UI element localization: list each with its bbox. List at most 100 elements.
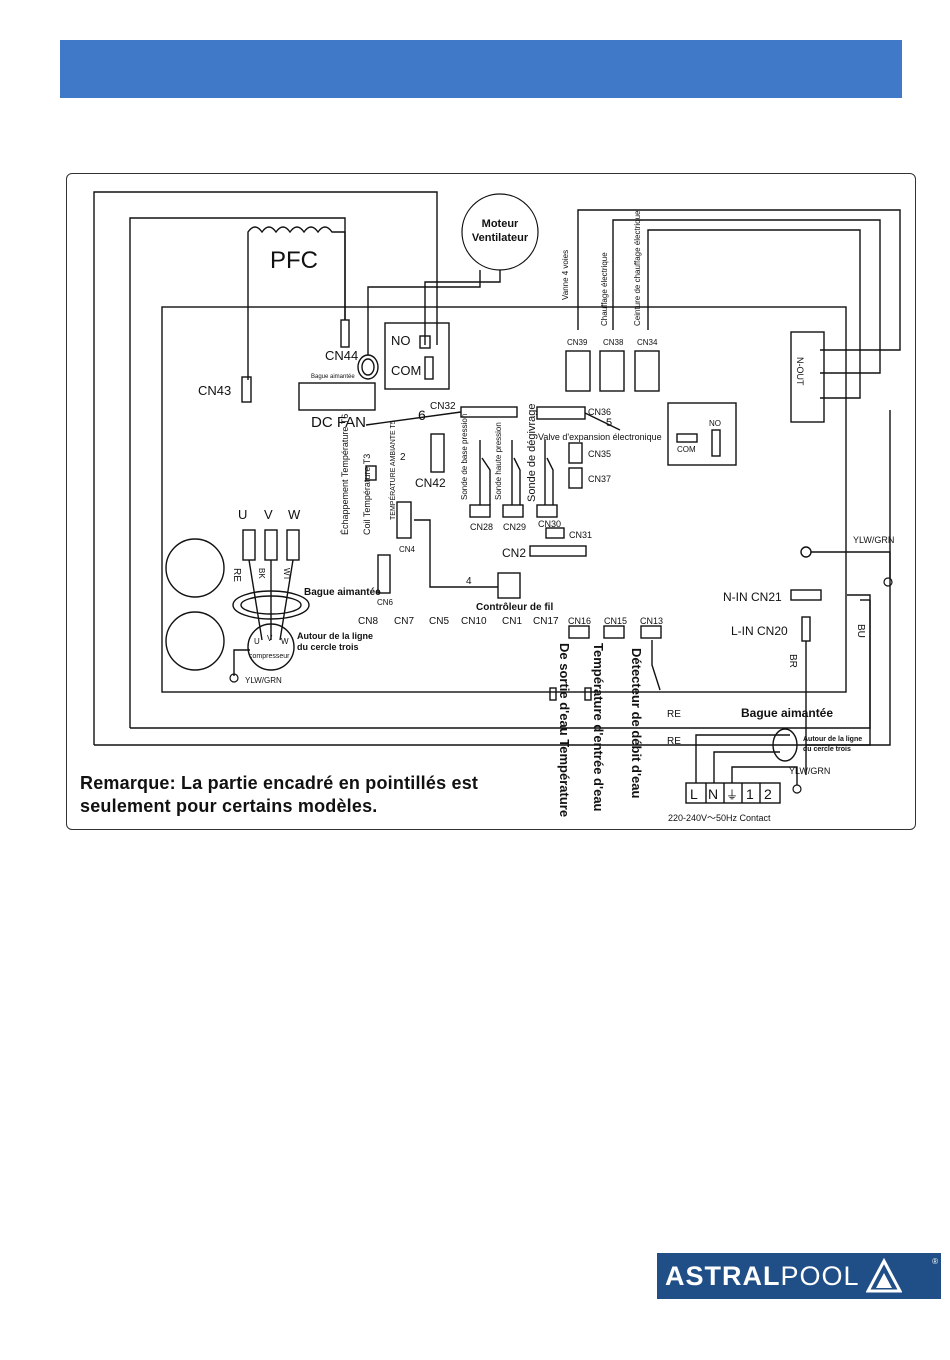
wt-label: WT <box>282 568 291 581</box>
two-label: 2 <box>400 452 406 463</box>
autour-1-label: Autour de la ligne <box>297 631 373 641</box>
ambiante-label: TEMPÉRATURE AMBIANTE T5 <box>388 420 397 520</box>
cn39-label: CN39 <box>567 338 588 347</box>
cn38-label: CN38 <box>603 338 624 347</box>
bague-small-label: Bague aimantée <box>311 374 355 380</box>
br-label: BR <box>787 654 798 668</box>
five-label: 5 <box>606 417 612 429</box>
terminal-ground: ⏚ <box>726 788 738 802</box>
cn29-label: CN29 <box>503 522 526 532</box>
valve-label: Valve d'expansion électronique <box>538 432 662 442</box>
wire-outer-1 <box>93 191 438 745</box>
terminal-l: L <box>690 786 698 802</box>
logo-bold-part: ASTRAL <box>665 1260 781 1291</box>
coil-label: Coil Température T3 <box>362 454 372 535</box>
six-label: 6 <box>418 407 426 423</box>
logo-registered: ® <box>932 1257 938 1266</box>
n-out-label: N-OUT <box>795 357 805 386</box>
cn2-label: CN2 <box>502 546 526 560</box>
cn17-label: CN17 <box>533 616 559 627</box>
re-right-1-label: RE <box>667 709 681 720</box>
bague-aimantee-label: Bague aimantée <box>304 587 381 598</box>
re-label: RE <box>231 568 242 582</box>
cn32-label: CN32 <box>430 401 456 412</box>
ceinture-label: Ceinture de chauffage électrique <box>633 210 642 326</box>
terminal-2: 2 <box>764 786 772 802</box>
v-label: V <box>264 507 273 522</box>
terminal-n: N <box>708 786 718 802</box>
cn28-label: CN28 <box>470 522 493 532</box>
bague-right-label: Bague aimantée <box>741 706 833 720</box>
remark-line-1: Remarque: La partie encadré en pointillé… <box>80 773 479 793</box>
w-label: W <box>288 507 301 522</box>
pfc-coil <box>247 226 346 380</box>
motor-label-1: Moteur <box>482 218 519 230</box>
chauffage-label: Chauffage électrique <box>600 252 609 326</box>
dc-fan-label: DC FAN <box>311 414 366 431</box>
autour-right-2-label: du cercle trois <box>803 746 851 753</box>
cn10-label: CN10 <box>461 616 487 627</box>
cn43-label: CN43 <box>198 383 231 398</box>
motor-circle <box>461 193 539 271</box>
header-bar <box>60 40 902 98</box>
logo-light-part: POOL <box>780 1260 860 1291</box>
motor-label-2: Ventilateur <box>472 232 529 244</box>
supply-label: 220-240V～50Hz Contact <box>668 813 771 823</box>
bk-label: BK <box>257 568 266 579</box>
autour-2-label: du cercle trois <box>297 642 359 652</box>
sonde-haute-label: Sonde haute pression <box>494 422 503 500</box>
cn5-label: CN5 <box>429 616 449 627</box>
cn8-label: CN8 <box>358 616 378 627</box>
astralpool-logo: ASTRALPOOL ® <box>657 1253 941 1299</box>
bu-label: BU <box>855 624 866 638</box>
cn15-label: CN15 <box>604 616 627 626</box>
detecteur-label: Détecteur de débit d'eau <box>629 648 644 799</box>
cn31-label: CN31 <box>569 530 592 540</box>
cn6-label: CN6 <box>377 598 394 607</box>
cn37-label: CN37 <box>588 474 611 484</box>
sonde-base-label: Sonde de base pression <box>460 414 469 500</box>
logo-wordmark: ASTRALPOOL <box>665 1261 860 1292</box>
n-in-label: N-IN CN21 <box>723 590 782 604</box>
cn13-label: CN13 <box>640 616 663 626</box>
no-label: NO <box>391 333 411 348</box>
cn36-label: CN36 <box>588 407 611 417</box>
comp-v-label: V <box>267 634 273 643</box>
remark-line-2: seulement pour certains modèles. <box>80 796 378 816</box>
ylw-grn-left-label: YLW/GRN <box>245 676 282 685</box>
cn7-label: CN7 <box>394 616 414 627</box>
comp-u-label: U <box>254 637 260 646</box>
re-right-2-label: RE <box>667 736 681 747</box>
logo-triangle-icon <box>865 1258 902 1293</box>
four-label: 4 <box>466 576 472 587</box>
echappement-label: Échappement Température T6 <box>340 414 350 535</box>
cn30-label: CN30 <box>538 519 561 529</box>
comp-w-label: W <box>281 637 289 646</box>
cn44-label: CN44 <box>325 348 358 363</box>
com2-label: COM <box>677 445 696 454</box>
u-label: U <box>238 507 247 522</box>
autour-right-1-label: Autour de la ligne <box>803 736 862 743</box>
cn4-label: CN4 <box>399 545 416 554</box>
entree-label: Température d'entrée d'eau <box>591 643 606 812</box>
diagram-frame <box>66 173 916 830</box>
cn34-label: CN34 <box>637 338 658 347</box>
cn1-label: CN1 <box>502 616 522 627</box>
sonde-degivrage-label: Sonde de dégivrage <box>526 404 538 502</box>
ylw-grn-bottom-label: YLW/GRN <box>789 766 830 776</box>
no2-label: NO <box>709 419 721 428</box>
cn35-label: CN35 <box>588 449 611 459</box>
remark-note: Remarque: La partie encadré en pointillé… <box>80 772 550 818</box>
cn16-label: CN16 <box>568 616 591 626</box>
board-outline <box>161 306 847 693</box>
cn42-label: CN42 <box>415 476 446 490</box>
compresseur-label: compresseur <box>249 653 290 660</box>
pfc-label: PFC <box>270 247 318 274</box>
vanne-label: Vanne 4 voies <box>561 250 570 300</box>
ylw-grn-right-label: YLW/GRN <box>853 535 894 545</box>
terminal-1: 1 <box>746 786 754 802</box>
com-label: COM <box>391 363 421 378</box>
l-in-label: L-IN CN20 <box>731 624 788 638</box>
sortie-label: De sortie d'eau Température <box>557 643 572 817</box>
